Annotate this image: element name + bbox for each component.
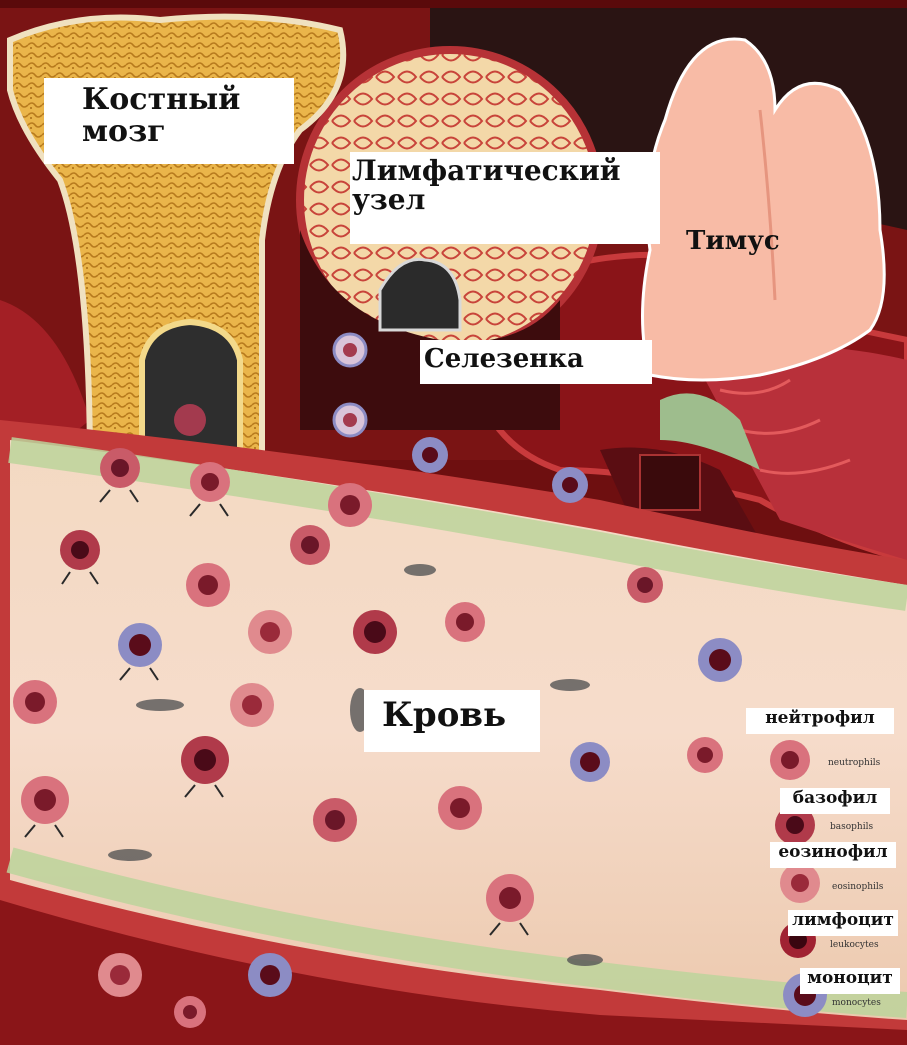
bone-marrow-label-line1: Костный: [82, 82, 240, 117]
lymph-node-label: Лимфатический узел: [350, 152, 660, 244]
legend-label-basophil: базофил: [780, 788, 890, 814]
legend-cell-eosinophil: [780, 863, 820, 903]
thymus-label: Тимус: [672, 226, 796, 262]
legend-latin-basophil: basophils: [830, 822, 873, 832]
lymph-node-label-line2: узел: [352, 183, 425, 216]
legend-label-lymphocyte: лимфоцит: [788, 910, 898, 936]
blood-label: Кровь: [364, 690, 540, 752]
legend-label-monocyte: моноцит: [800, 968, 900, 994]
legend-label-neutrophil: нейтрофил: [746, 708, 894, 734]
lymph-node-label-line1: Лимфатический: [352, 154, 620, 187]
frame-top-border: [0, 0, 907, 8]
legend-cell-neutrophil: [770, 740, 810, 780]
bone-marrow-label-line2: мозг: [82, 114, 166, 149]
legend-latin-neutrophil: neutrophils: [828, 758, 880, 768]
legend-label-eosinophil: еозинофил: [770, 842, 896, 868]
legend-latin-monocyte: monocytes: [832, 998, 881, 1008]
legend-latin-eosinophil: eosinophils: [832, 882, 883, 892]
bone-marrow-label: Костный мозг: [44, 78, 294, 164]
legend-latin-lymphocyte: leukocytes: [830, 940, 879, 950]
spleen-label: Селезенка: [420, 340, 652, 384]
